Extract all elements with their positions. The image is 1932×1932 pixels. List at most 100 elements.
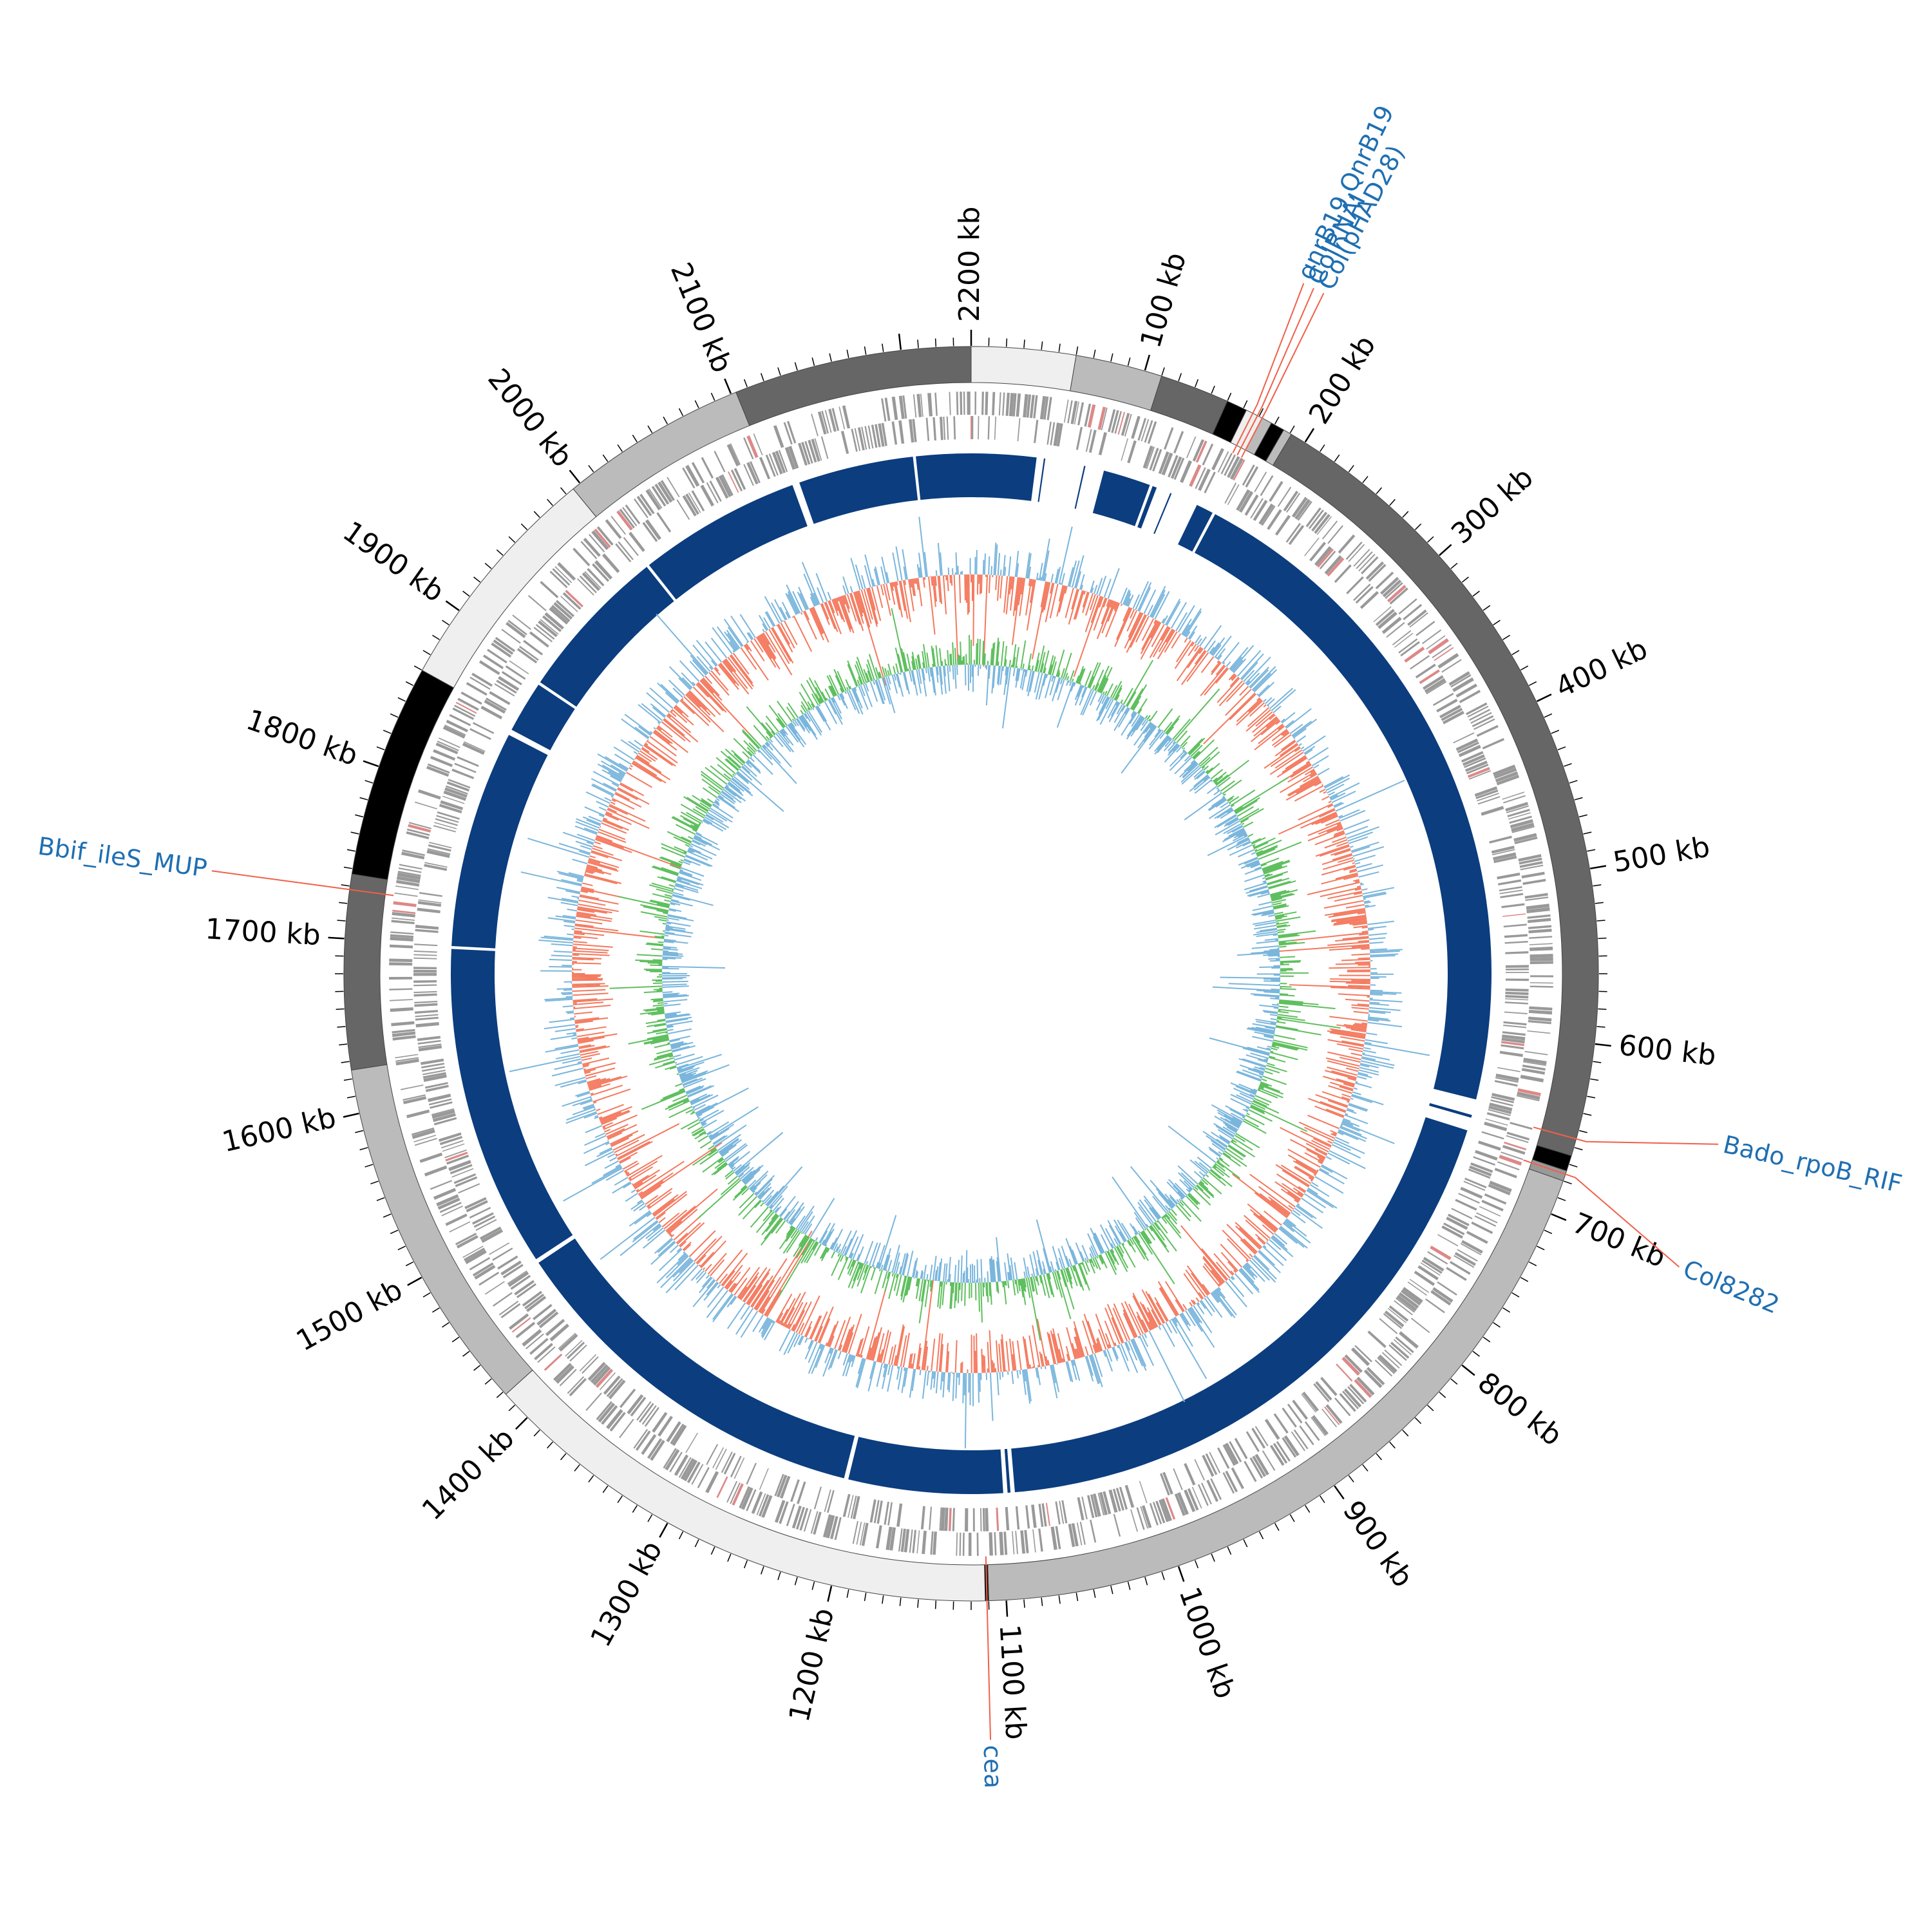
gene-feature — [1505, 802, 1529, 812]
gc-content-bar — [575, 840, 593, 848]
gc-content-bar — [896, 1326, 905, 1367]
gene-feature — [1464, 761, 1488, 772]
gc-skew-bar — [819, 1246, 828, 1259]
gene-feature — [392, 1035, 416, 1041]
gc-skew-bar — [1051, 676, 1054, 682]
gc-skew-bar — [652, 1028, 667, 1032]
gc-skew-bar — [672, 889, 674, 891]
gc-content-bar — [1291, 721, 1312, 737]
gc-content-bar — [712, 627, 733, 654]
gc-content-bar — [1368, 937, 1386, 940]
gc-skew-bar — [1092, 685, 1095, 690]
gc-content-bar — [1021, 1369, 1027, 1396]
gc-content-bar — [1142, 1303, 1156, 1329]
gc-content-bar — [599, 1106, 632, 1121]
gc-skew-bar — [1140, 1231, 1175, 1285]
minor-tick — [1598, 1008, 1607, 1010]
gc-content-bar — [668, 712, 692, 734]
gc-skew-bar — [1049, 676, 1056, 696]
gc-skew-bar — [660, 1090, 685, 1101]
gc-skew-bar — [1195, 1185, 1211, 1199]
gc-skew-bar — [912, 1260, 916, 1278]
gc-content-bar — [636, 754, 650, 764]
gc-content-bar — [1293, 728, 1307, 739]
gene-feature — [1316, 548, 1334, 568]
gc-skew-bar — [914, 1270, 918, 1278]
gc-skew-bar — [1061, 1269, 1075, 1310]
gene-feature — [1039, 395, 1046, 420]
gc-content-bar — [1355, 1082, 1372, 1088]
gc-skew-bar — [1268, 914, 1275, 917]
gc-skew-bar — [690, 1094, 710, 1104]
gc-content-bar — [573, 947, 609, 951]
gc-skew-bar — [1226, 1148, 1244, 1160]
gc-content-bar — [1025, 1368, 1032, 1402]
gc-content-bar — [638, 726, 652, 736]
gc-skew-bar — [1144, 1229, 1146, 1231]
gene-feature — [1195, 467, 1206, 489]
gc-skew-bar — [790, 722, 795, 728]
gc-content-bar — [1367, 1019, 1379, 1022]
gc-content-bar — [1157, 630, 1176, 659]
gc-skew-bar — [732, 1166, 736, 1171]
gc-skew-bar — [1272, 1043, 1298, 1051]
gc-skew-bar — [743, 1166, 761, 1183]
gc-skew-bar — [651, 882, 674, 891]
gc-content-bar — [1362, 1052, 1365, 1054]
gc-skew-bar — [815, 706, 825, 722]
gc-content-bar — [1138, 587, 1151, 612]
gene-feature — [1455, 1198, 1477, 1211]
gc-content-bar — [1220, 1244, 1243, 1268]
gc-content-bar — [829, 1335, 835, 1348]
gc-content-bar — [1183, 608, 1202, 636]
gc-content-bar — [1241, 661, 1258, 681]
gc-content-bar — [938, 575, 943, 604]
gc-skew-bar — [887, 670, 890, 676]
gc-content-bar — [1288, 778, 1320, 797]
gc-skew-bar — [1157, 708, 1173, 728]
gc-skew-bar — [773, 735, 784, 748]
gc-content-bar — [611, 764, 627, 775]
gc-skew-bar — [1023, 1257, 1028, 1278]
gc-content-bar — [572, 979, 603, 981]
gene-feature — [1499, 1155, 1522, 1166]
gc-skew-bar — [768, 705, 786, 728]
gc-skew-bar — [1015, 1279, 1019, 1294]
gene-feature — [1467, 705, 1489, 718]
gc-content-bar — [1011, 1370, 1014, 1385]
gc-skew-bar — [1193, 777, 1211, 791]
gc-content-bar — [1294, 1208, 1323, 1229]
gc-skew-bar — [873, 680, 876, 685]
gc-content-bar — [597, 1104, 624, 1115]
gc-skew-bar — [1163, 721, 1173, 733]
gc-skew-bar — [1029, 670, 1035, 692]
gc-skew-bar — [804, 1241, 817, 1263]
gene-feature — [645, 489, 661, 511]
gene-feature — [1209, 1452, 1221, 1473]
gc-skew-bar — [648, 1011, 665, 1015]
gene-feature — [1308, 509, 1324, 529]
gc-content-bar — [1323, 900, 1364, 909]
gc-skew-bar — [1035, 1268, 1039, 1276]
gc-skew-bar — [699, 1151, 719, 1165]
tick-label: 1500 kb — [291, 1273, 408, 1358]
gc-skew-bar — [1157, 737, 1171, 753]
gene-feature — [1012, 1531, 1015, 1555]
gc-skew-bar — [1207, 835, 1248, 857]
gc-skew-bar — [694, 835, 702, 840]
gc-skew-bar — [990, 648, 993, 666]
gc-content-bar — [1095, 1314, 1110, 1349]
gc-skew-bar — [1120, 699, 1124, 704]
gc-content-bar — [1294, 1166, 1314, 1180]
gc-skew-bar — [937, 1262, 942, 1282]
gene-feature — [417, 1036, 441, 1041]
gc-skew-bar — [1200, 1180, 1205, 1185]
gc-skew-bar — [683, 861, 690, 866]
gc-skew-bar — [764, 743, 769, 748]
minor-tick — [1461, 576, 1469, 583]
gene-feature — [700, 484, 715, 507]
gc-skew-bar — [1253, 1097, 1270, 1106]
gc-content-bar — [730, 1296, 737, 1305]
minor-tick — [846, 349, 849, 358]
gc-skew-bar — [1099, 1255, 1104, 1264]
